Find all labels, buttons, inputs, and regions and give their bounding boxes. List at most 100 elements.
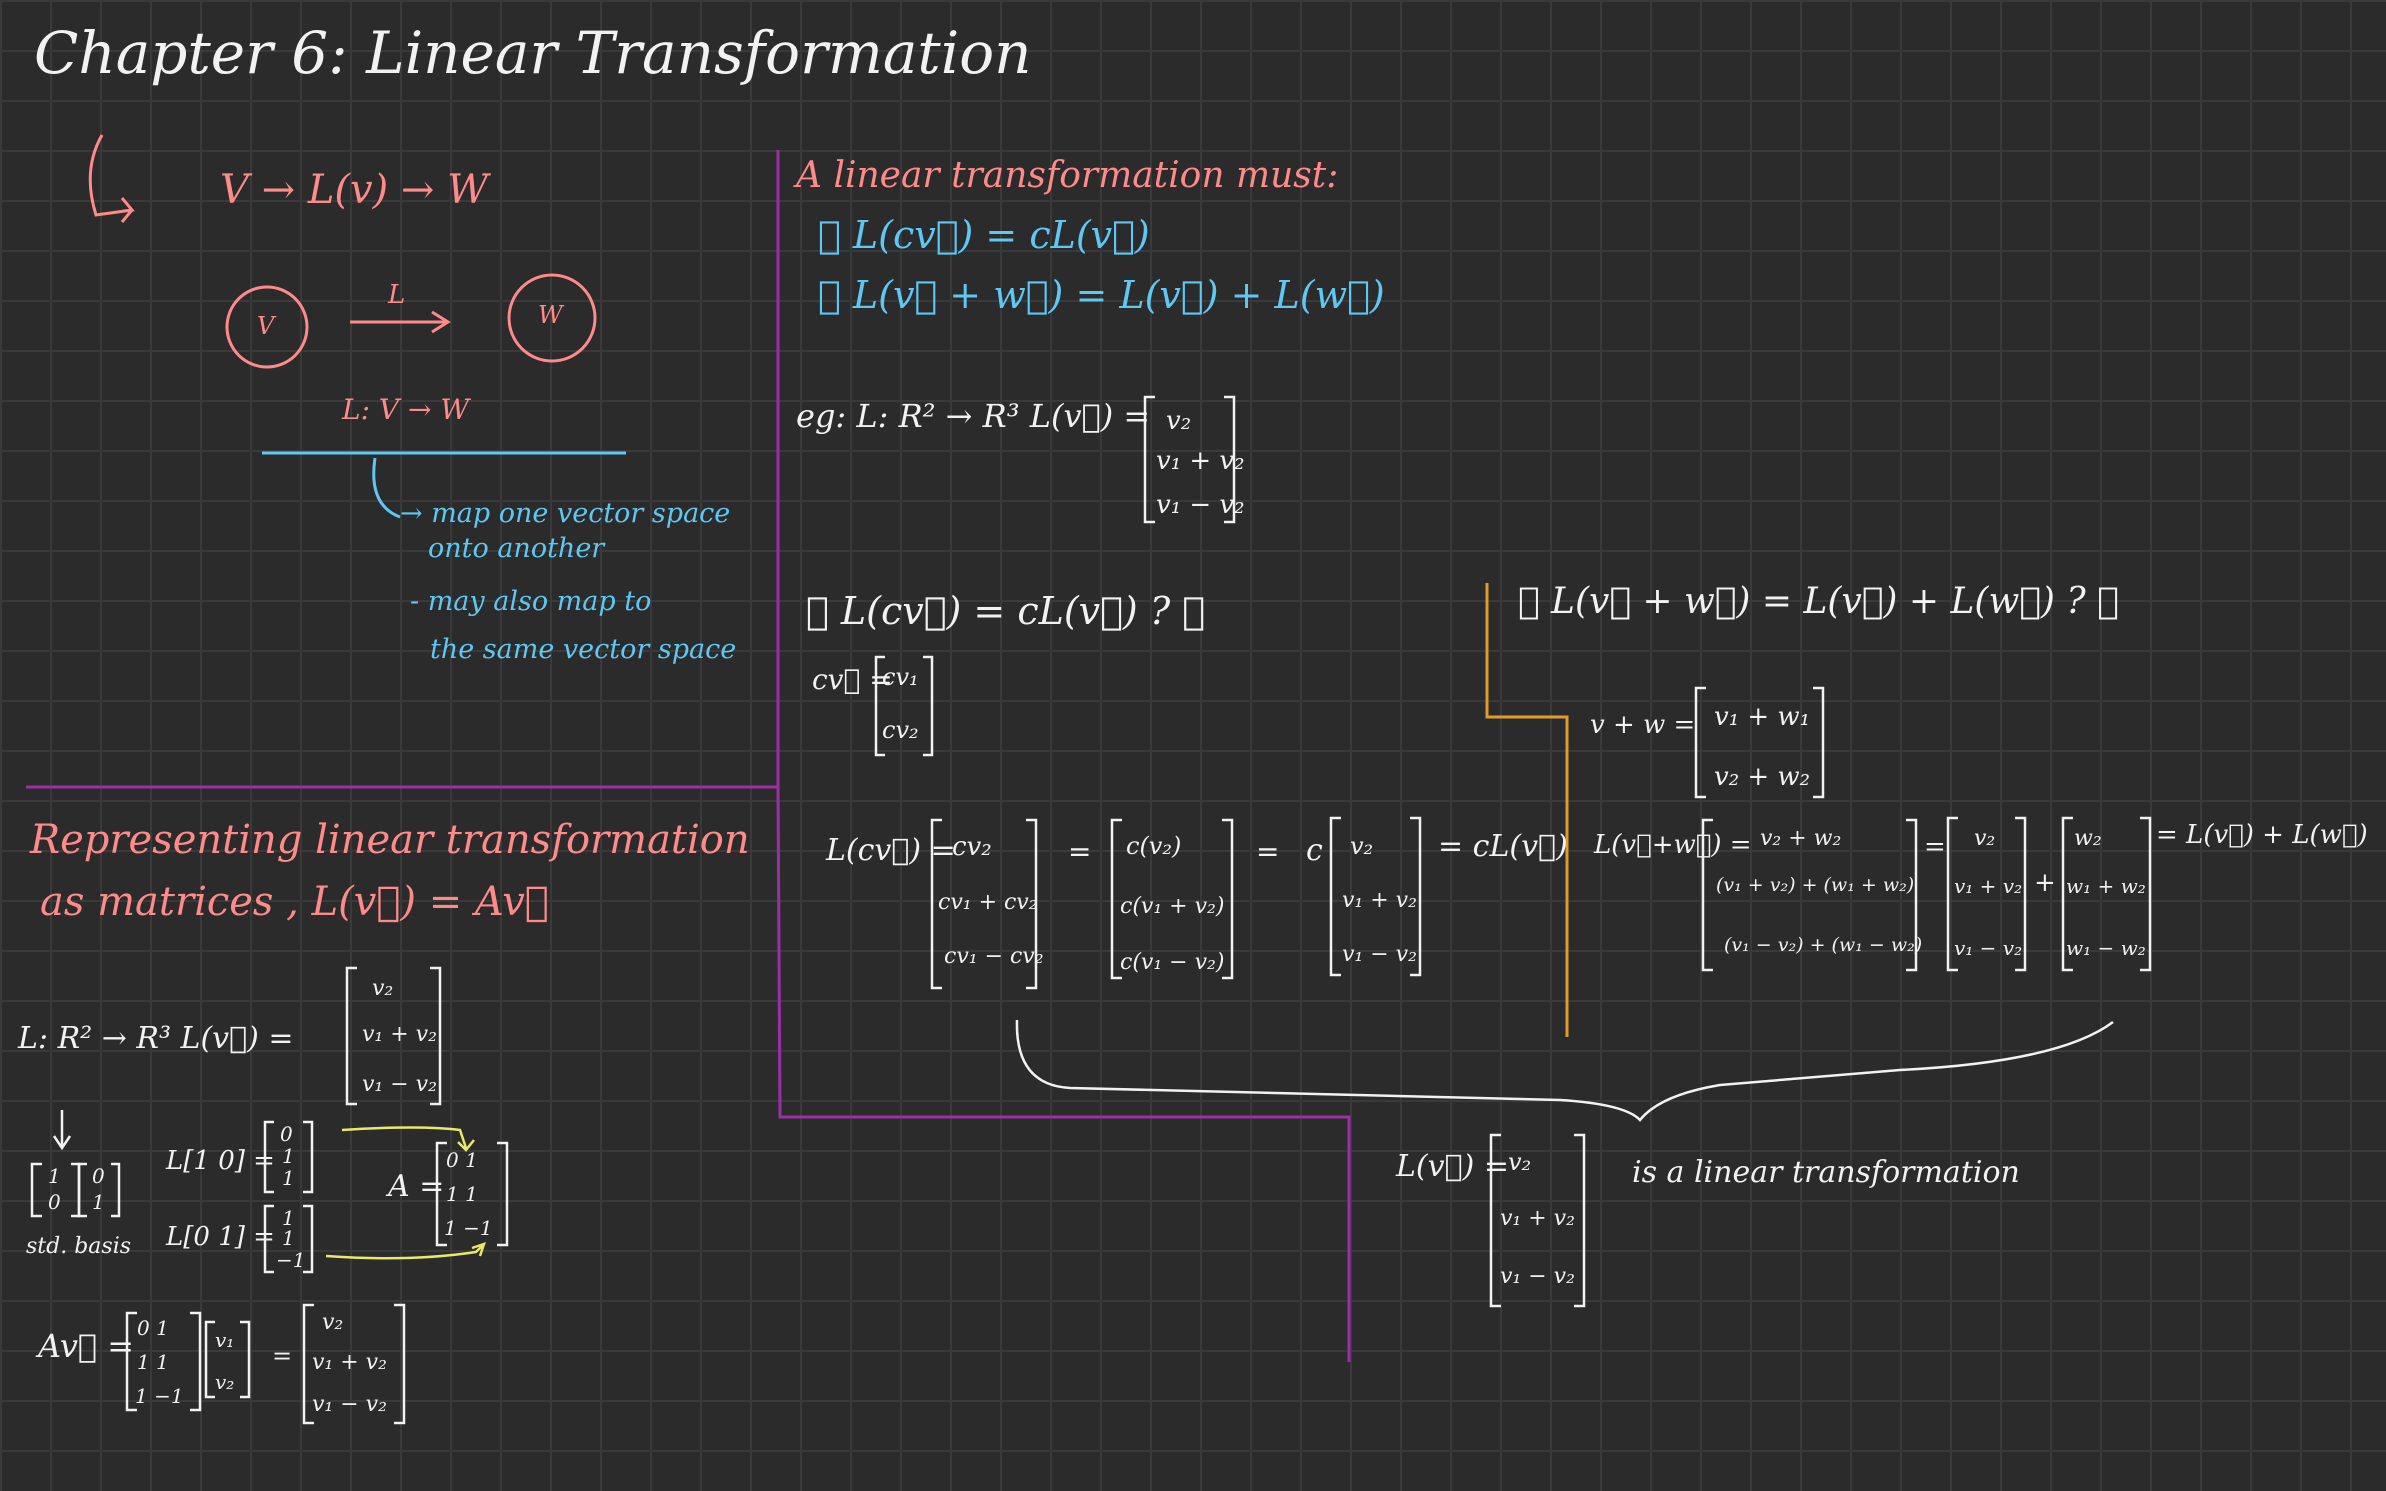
top-map-formula: V → L(v) → W (220, 167, 489, 213)
check2-m3-r1: w₂ (2074, 826, 2102, 851)
section-heading-2: as matrices , L(v⃗) = Av⃗ (40, 879, 549, 925)
check1-m2-r3: c(v₁ − v₂) (1120, 950, 1225, 975)
check2-m1-r1: v₂ + w₂ (1760, 826, 1842, 851)
purple-divider (26, 150, 1351, 1362)
check1-m1-r2: cv₁ + cv₂ (938, 890, 1038, 915)
le2-r3: −1 (276, 1248, 306, 1272)
le1-r3: 1 (282, 1166, 295, 1190)
le1-r2: 1 (282, 1144, 295, 1168)
example-matrix-r1: v₂ (1166, 406, 1192, 436)
conclusion-label: L(v⃗) = (1396, 1149, 1509, 1184)
section-map-r2: v₁ + v₂ (362, 1022, 437, 1047)
brace (1015, 1019, 2114, 1122)
check2-m2-r3: v₁ − v₂ (1954, 936, 2023, 960)
example-prefix: eg: L: R² → R³ L(v⃗) = (796, 397, 1151, 435)
yellow-arrow-2 (325, 1242, 486, 1260)
le1-label: L[1 0] = (166, 1146, 275, 1176)
av-result-r1: v₂ (322, 1310, 344, 1335)
v-circle-label: V (257, 312, 275, 340)
check2-m1-r3: (v₁ − v₂) + (w₁ − w₂) (1724, 934, 1923, 956)
e1-r1: 1 (48, 1164, 61, 1188)
check2-m2-r1: v₂ (1974, 826, 1996, 851)
check1-eq-2: = (1256, 835, 1280, 868)
cv-r1: cv₁ (882, 663, 919, 691)
check2-m2-r2: v₁ + v₂ (1954, 874, 2023, 898)
condition-2: ② L(v⃗ + w⃗) = L(v⃗) + L(w⃗) (818, 273, 1385, 317)
section-map: L: R² → R³ L(v⃗) = (18, 1021, 294, 1056)
check1-heading: ① L(cv⃗) = cL(v⃗) ? ✓ (806, 589, 1206, 633)
a-label: A = (388, 1169, 445, 1204)
section-map-r1: v₂ (372, 976, 394, 1001)
check2-heading: ② L(v⃗ + w⃗) = L(v⃗) + L(w⃗) ? ✓ (1518, 581, 2119, 622)
check1-m1-r3: cv₁ − cv₂ (944, 944, 1044, 969)
av-a-r3: 1 −1 (135, 1384, 184, 1408)
map-arrow-icon (350, 310, 451, 334)
vw-r1: v₁ + w₁ (1714, 702, 1811, 732)
conclusion-r2: v₁ + v₂ (1500, 1206, 1575, 1231)
check1-m3-r3: v₁ − v₂ (1342, 942, 1417, 967)
example-matrix-r2: v₁ + v₂ (1156, 446, 1245, 476)
note-map-one: → map one vector space (400, 498, 731, 529)
check2-l-label: L(v⃗+w⃗) = (1594, 830, 1752, 860)
conclusion-text: is a linear transformation (1632, 1155, 2020, 1190)
check2-eq: = (1924, 832, 1946, 862)
le2-r2: 1 (282, 1226, 295, 1250)
check1-result: = cL(v⃗) (1438, 829, 1568, 864)
note-same-space: the same vector space (430, 634, 737, 665)
check2-plus: + (2034, 868, 2056, 898)
w-circle (507, 273, 597, 363)
yellow-arrow-1 (341, 1126, 475, 1152)
mapping-label: L: V → W (342, 393, 470, 426)
condition-1: ① L(cv⃗) = cL(v⃗) (818, 213, 1150, 257)
v-circle (225, 285, 309, 369)
down-arrow-icon (52, 1110, 72, 1151)
vw-r2: v₂ + w₂ (1714, 762, 1811, 792)
check1-c: c (1306, 833, 1323, 868)
note-onto-another: onto another (428, 533, 605, 564)
av-a-r2: 1 1 (137, 1350, 169, 1374)
hook-arrow-icon (88, 134, 135, 223)
section-heading-1: Representing linear transformation (30, 817, 750, 863)
check2-m3-r3: w₁ − w₂ (2066, 936, 2146, 960)
check2-result: = L(v⃗) + L(w⃗) (2156, 820, 2368, 850)
check1-m3-r1: v₂ (1350, 832, 1374, 860)
av-result-r2: v₁ + v₂ (312, 1350, 387, 1375)
conclusion-r3: v₁ − v₂ (1500, 1264, 1575, 1289)
check2-m1-r2: (v₁ + v₂) + (w₁ + w₂) (1716, 874, 1915, 896)
av-v-r1: v₁ (215, 1328, 235, 1352)
check1-m1-r1: cv₂ (952, 832, 992, 862)
blue-hook (372, 457, 401, 519)
std-basis-label: std. basis (26, 1234, 132, 1259)
check1-m3-r2: v₁ + v₂ (1342, 888, 1417, 913)
note-may-also: - may also map to (410, 586, 652, 617)
orange-divider (1485, 583, 1569, 1037)
av-label: Av⃗ = (38, 1327, 135, 1365)
conditions-heading: A linear transformation must: (796, 155, 1339, 196)
av-eq: = (272, 1342, 293, 1370)
check2-m3-r2: w₁ + w₂ (2066, 874, 2146, 898)
check1-m2-r1: c(v₂) (1126, 832, 1182, 860)
le2-label: L[0 1] = (166, 1222, 275, 1252)
av-v-r2: v₂ (215, 1370, 235, 1394)
check1-l-label: L(cv⃗) = (826, 833, 956, 868)
le1-r1: 0 (280, 1122, 293, 1146)
conclusion-r1: v₂ (1508, 1148, 1532, 1176)
w-circle-label: W (538, 301, 563, 329)
le2-r1: 1 (282, 1206, 295, 1230)
a-r2: 1 1 (446, 1182, 478, 1206)
matrix-brackets (30, 395, 2152, 1425)
e2-r1: 0 (92, 1164, 105, 1188)
a-r1: 0 1 (446, 1148, 478, 1172)
e1-r2: 0 (48, 1190, 61, 1214)
av-a-r1: 0 1 (137, 1316, 169, 1340)
arrow-label: L (388, 280, 406, 310)
section-map-r3: v₁ − v₂ (362, 1072, 437, 1097)
check1-eq-1: = (1068, 835, 1092, 868)
cv-label: cv⃗ = (812, 663, 893, 696)
example-matrix-r3: v₁ − v₂ (1156, 490, 1245, 520)
page-title: Chapter 6: Linear Transformation (34, 19, 1032, 87)
e2-r2: 1 (92, 1190, 105, 1214)
a-r3: 1 −1 (444, 1216, 493, 1240)
